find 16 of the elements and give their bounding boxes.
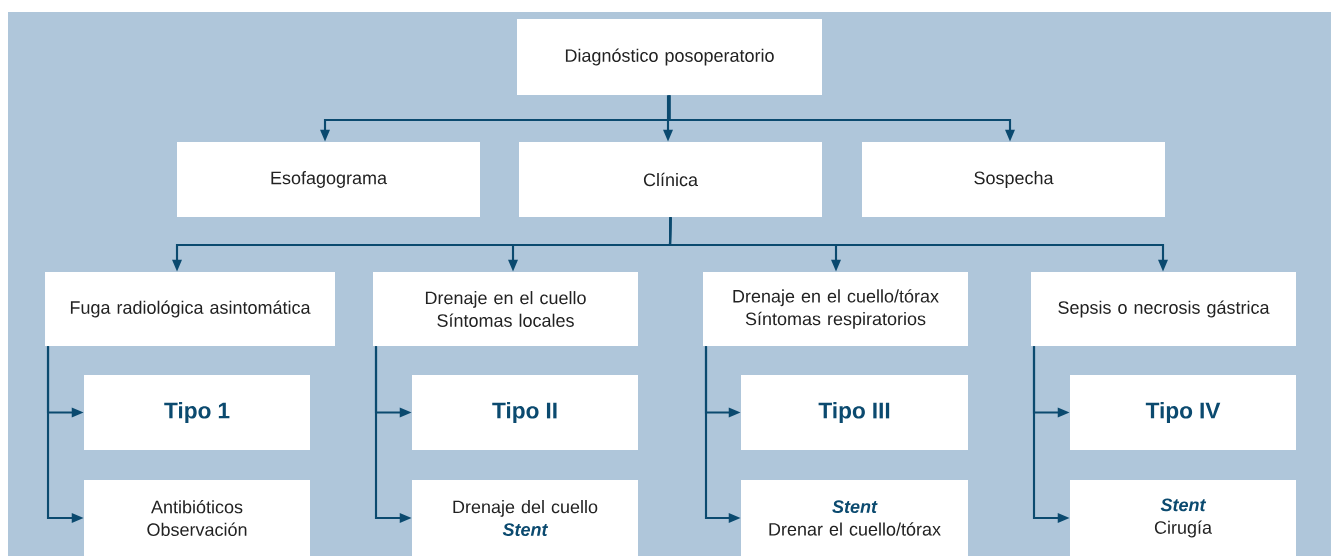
text-box: Fuga radiológica asintomática xyxy=(45,272,335,346)
text-box: Stent Cirugía xyxy=(1070,480,1296,556)
type-box: Tipo II xyxy=(412,375,638,450)
text-box: Sospecha xyxy=(862,142,1165,217)
text-box: Clínica xyxy=(519,142,822,217)
text-box: Sepsis o necrosis gástrica xyxy=(1031,272,1296,346)
text-box: Drenaje en el cuello/tórax Síntomas respiratorios xyxy=(703,272,968,346)
text-box: Stent Drenar el cuello/tórax xyxy=(741,480,968,556)
text-box: Diagnóstico posoperatorio xyxy=(517,19,822,95)
type-box: Tipo IV xyxy=(1070,375,1296,450)
text-box: Drenaje en el cuello Síntomas locales xyxy=(373,272,638,346)
type-box: Tipo 1 xyxy=(84,375,310,450)
text-box: Antibióticos Observación xyxy=(84,480,310,556)
text-box: Esofagograma xyxy=(177,142,480,217)
type-box: Tipo III xyxy=(741,375,968,450)
text-box: Drenaje del cuello Stent xyxy=(412,480,638,556)
